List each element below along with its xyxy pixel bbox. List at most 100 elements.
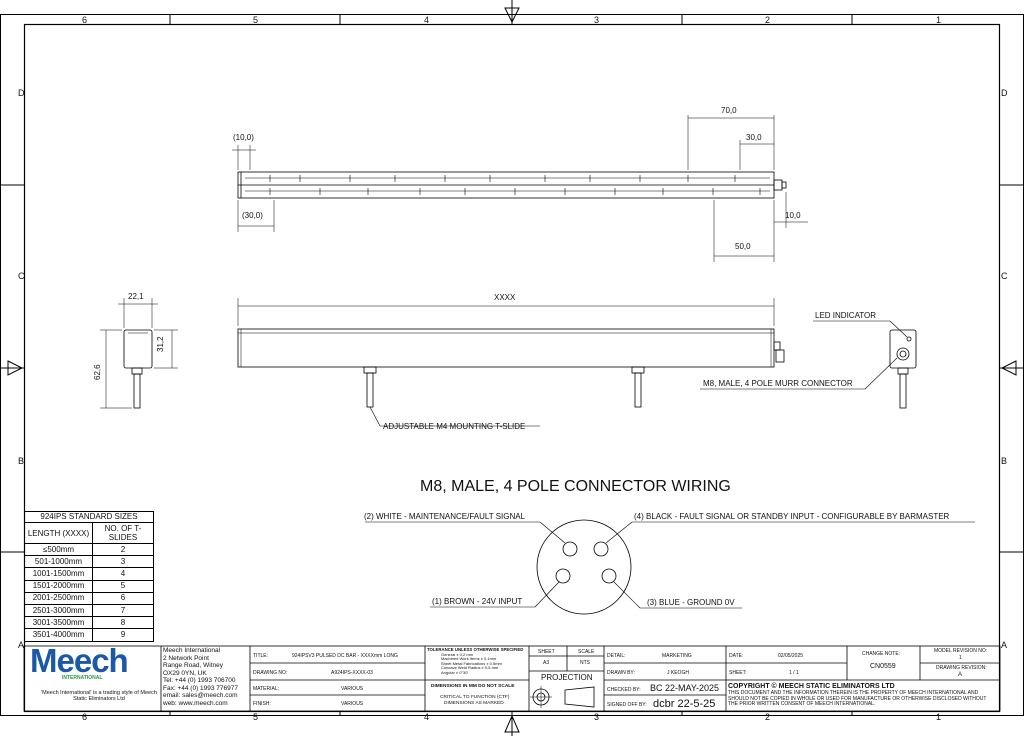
- sizes-header-length: LENGTH (XXXX): [24, 522, 93, 544]
- zone-top-1: 1: [936, 15, 942, 25]
- ctf-note-1: CRITICAL TO FUNCTION (CTF): [440, 695, 510, 700]
- change-note-value: CN0559: [870, 663, 896, 670]
- email: email: sales@meech.com: [163, 692, 238, 699]
- phone: Tel: +44 (0) 1993 706700: [163, 677, 236, 684]
- finish-label: FINISH:: [253, 701, 271, 707]
- zone-top-3: 3: [594, 15, 600, 25]
- title-label: TITLE:: [253, 653, 269, 659]
- zone-right-a: A: [1001, 640, 1008, 650]
- dim-62: 62,6: [93, 364, 102, 380]
- model-revision-label: MODEL REVISION NO:: [934, 648, 988, 654]
- date-label: DATE:: [729, 653, 744, 659]
- zone-left-c: C: [18, 271, 25, 281]
- tolerance-line: Sheet Metal Fabrications ± 0,5mm: [441, 660, 502, 666]
- zone-bottom-3: 3: [594, 712, 600, 722]
- tolerance-block: TOLERANCE UNLESS OTHERWISE SPECIFIED Gen…: [427, 647, 527, 675]
- address-line: OX29 0YN, UK: [163, 669, 207, 677]
- zone-bottom-2: 2: [765, 712, 771, 722]
- size-count: 9: [92, 628, 154, 642]
- dim-10-ref: (10,0): [233, 133, 254, 142]
- copyright-line: THIS DOCUMENT AND THE INFORMATION THEREI…: [728, 690, 979, 696]
- sheet-size-label: SHEET: [538, 649, 555, 655]
- zone-left-a: A: [18, 640, 25, 650]
- scale-value: NTS: [580, 660, 590, 666]
- zone-right-c: C: [1001, 271, 1008, 281]
- zone-top-2: 2: [765, 15, 771, 25]
- signed-off-value: dcbr 22-5-25: [653, 698, 716, 710]
- size-count: 7: [92, 603, 154, 618]
- drawn-by-value: J KEOGH: [667, 670, 689, 676]
- size-count: 5: [92, 579, 154, 593]
- zone-right-d: D: [1001, 88, 1008, 98]
- dim-70: 70,0: [721, 106, 737, 115]
- checked-by-value: BC 22-MAY-2025: [650, 683, 720, 693]
- size-length: 3501-4000mm: [24, 628, 93, 642]
- size-count: 3: [92, 555, 154, 569]
- zone-bottom-1: 1: [936, 712, 942, 722]
- size-count: 2: [92, 542, 154, 557]
- dim-xxxx: XXXX: [494, 293, 516, 302]
- tolerance-line: Machined Work Items ± 0,1mm: [441, 656, 497, 661]
- date-value: 02/05/2025: [778, 653, 804, 659]
- zone-bottom-5: 5: [253, 712, 259, 722]
- signed-off-label: SIGNED OFF BY:: [607, 702, 647, 708]
- size-count: 4: [92, 567, 154, 581]
- dimensions-note: DIMENSIONS IN MM DO NOT SCALE: [431, 684, 515, 689]
- callout-connector: M8, MALE, 4 POLE MURR CONNECTOR: [703, 379, 853, 388]
- dim-30-ref: (30,0): [242, 211, 263, 220]
- size-length: ≤500mm: [24, 542, 93, 557]
- zone-bottom-4: 4: [424, 712, 430, 722]
- trading-note: 'Meech International' is a trading style…: [41, 690, 157, 702]
- checked-by-label: CHECKED BY:: [607, 687, 641, 693]
- dim-31: 31,2: [156, 336, 165, 352]
- zone-top-4: 4: [424, 15, 430, 25]
- title-value: 924IPSV3 PULSED DC BAR - XXXXmm LONG: [292, 653, 398, 659]
- callout-t-slide: ADJUSTABLE M4 MOUNTING T-SLIDE: [383, 422, 526, 431]
- ctf-note-2: DIMENSIONS AS MARKED: [444, 701, 504, 706]
- size-length: 2501-3000mm: [24, 603, 93, 618]
- drawing-no-value: A924IPS-XXXX-03: [331, 670, 373, 676]
- meech-logo: Meech: [30, 642, 129, 679]
- sheet-no-label: SHEET:: [729, 670, 747, 676]
- detail-value: MARKETING: [662, 653, 692, 659]
- wiring-pin-4: (4) BLACK - FAULT SIGNAL OR STANDBY INPU…: [634, 512, 950, 521]
- website: web: www.meech.com: [163, 699, 228, 707]
- standard-sizes-table: 924IPS STANDARD SIZES LENGTH (XXXX) NO. …: [24, 511, 154, 642]
- zone-top-5: 5: [253, 15, 259, 25]
- copyright-title: COPYRIGHT © MEECH STATIC ELIMINATORS LTD: [728, 683, 895, 690]
- finish-value: VARIOUS: [341, 701, 364, 707]
- callout-led-indicator: LED INDICATOR: [815, 311, 877, 320]
- size-count: 6: [92, 591, 154, 605]
- zone-right-b: B: [1001, 456, 1008, 466]
- zone-left-d: D: [18, 88, 25, 98]
- projection-label: PROJECTION: [541, 673, 593, 682]
- copyright-notice: THIS DOCUMENT AND THE INFORMATION THEREI…: [728, 690, 987, 708]
- sizes-header-tslides: NO. OF T-SLIDES: [92, 522, 154, 544]
- sizes-table-title: 924IPS STANDARD SIZES: [24, 511, 154, 523]
- wiring-pin-3: (3) BLUE - GROUND 0V: [647, 598, 735, 607]
- company-address: Meech International 2 Network Point Rang…: [163, 647, 238, 707]
- copyright-line: SHOULD NOT BE COPIED IN WHOLE OR USED FO…: [728, 695, 987, 702]
- drawing-revision-label: DRAWING REVISION:: [936, 665, 987, 671]
- model-revision-value: 1: [959, 655, 962, 661]
- detail-label: DETAIL:: [607, 653, 626, 659]
- size-length: 2001-2500mm: [24, 591, 93, 605]
- tolerance-line: Angular ± 0°30': [441, 669, 469, 675]
- company-name: Meech International: [163, 647, 221, 654]
- material-value: VARIOUS: [341, 686, 364, 692]
- dim-10: 10,0: [785, 211, 801, 220]
- dim-22: 22,1: [128, 292, 144, 301]
- tolerance-line: Concave Weld Radius ± 0,5 mm: [441, 665, 499, 670]
- wiring-pin-1: (1) BROWN - 24V INPUT: [432, 597, 523, 606]
- drawn-by-label: DRAWN BY:: [607, 670, 635, 676]
- zone-bottom-6: 6: [82, 712, 88, 722]
- size-count: 8: [92, 616, 154, 630]
- size-length: 501-1000mm: [24, 555, 93, 569]
- address-line: Range Road, Witney: [163, 662, 223, 669]
